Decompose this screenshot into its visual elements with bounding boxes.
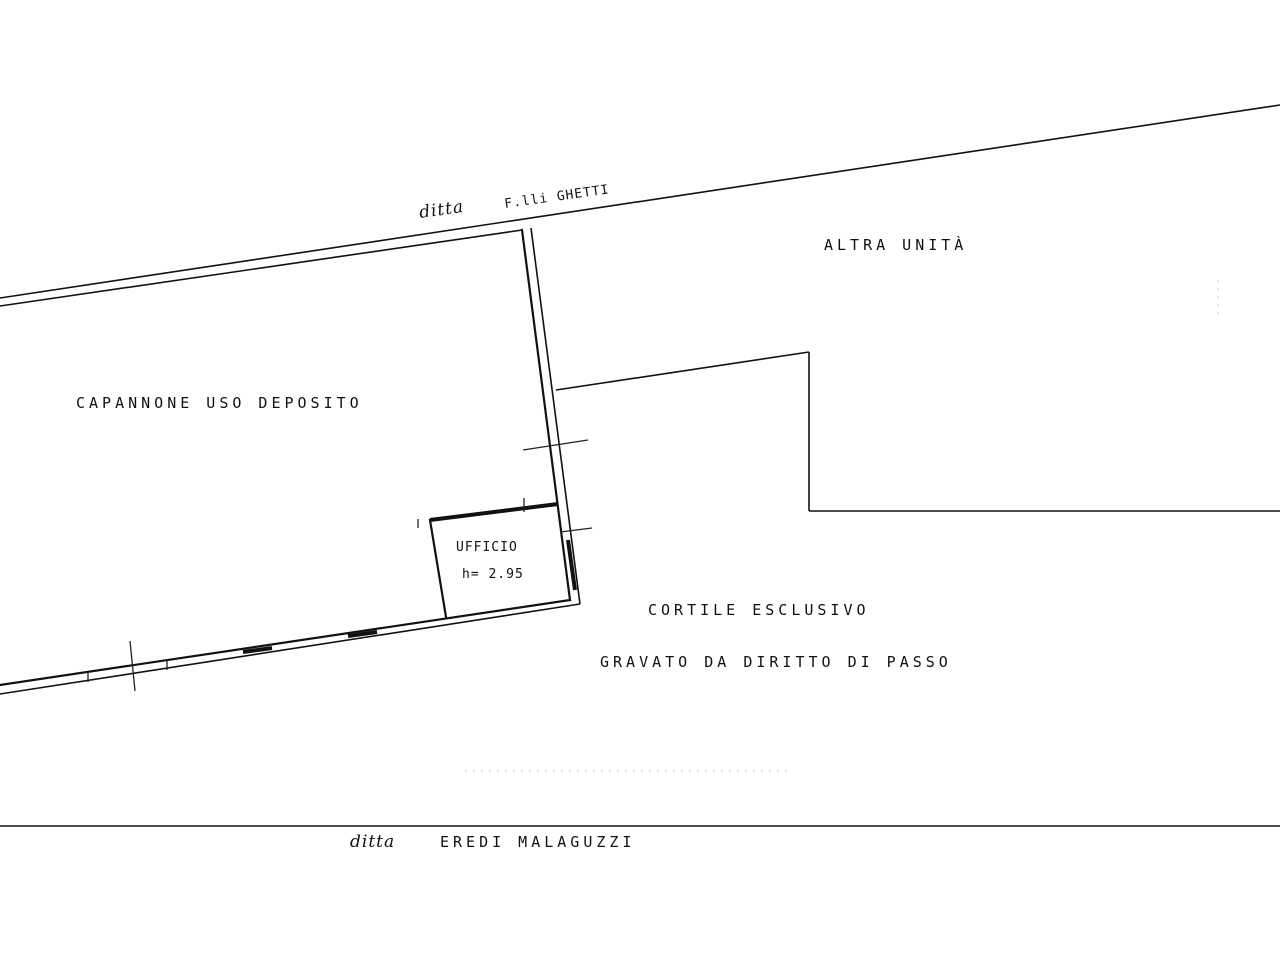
north-neighbor-name: F.lli GHETTI — [503, 182, 610, 212]
warehouse-label: CAPANNONE USO DEPOSITO — [76, 394, 363, 412]
courtyard-label-line1: CORTILE ESCLUSIVO — [648, 601, 870, 619]
section-mark-west — [129, 640, 136, 692]
south-neighbor-name: EREDI MALAGUZZI — [440, 833, 635, 851]
warehouse-outline — [0, 227, 581, 695]
north-boundary-line-inner — [0, 229, 523, 307]
south-neighbor-prefix: ditta — [350, 832, 395, 852]
office-outline — [417, 498, 559, 619]
office-height-label: h= 2.95 — [462, 567, 524, 582]
north-neighbor-label: ditta F.lli GHETTI — [418, 182, 611, 223]
north-neighbor-prefix: ditta — [418, 197, 465, 223]
section-mark-upper — [522, 439, 589, 451]
south-neighbor-label: ditta EREDI MALAGUZZI — [350, 832, 635, 852]
courtyard-label-line2: GRAVATO DA DIRITTO DI PASSO — [600, 653, 952, 671]
section-mark-lower — [559, 527, 593, 533]
north-boundary-line — [0, 104, 1280, 299]
other-unit-outline — [555, 280, 1280, 512]
office-name-label: UFFICIO — [456, 540, 518, 555]
other-unit-label: ALTRA UNITÀ — [824, 235, 967, 254]
